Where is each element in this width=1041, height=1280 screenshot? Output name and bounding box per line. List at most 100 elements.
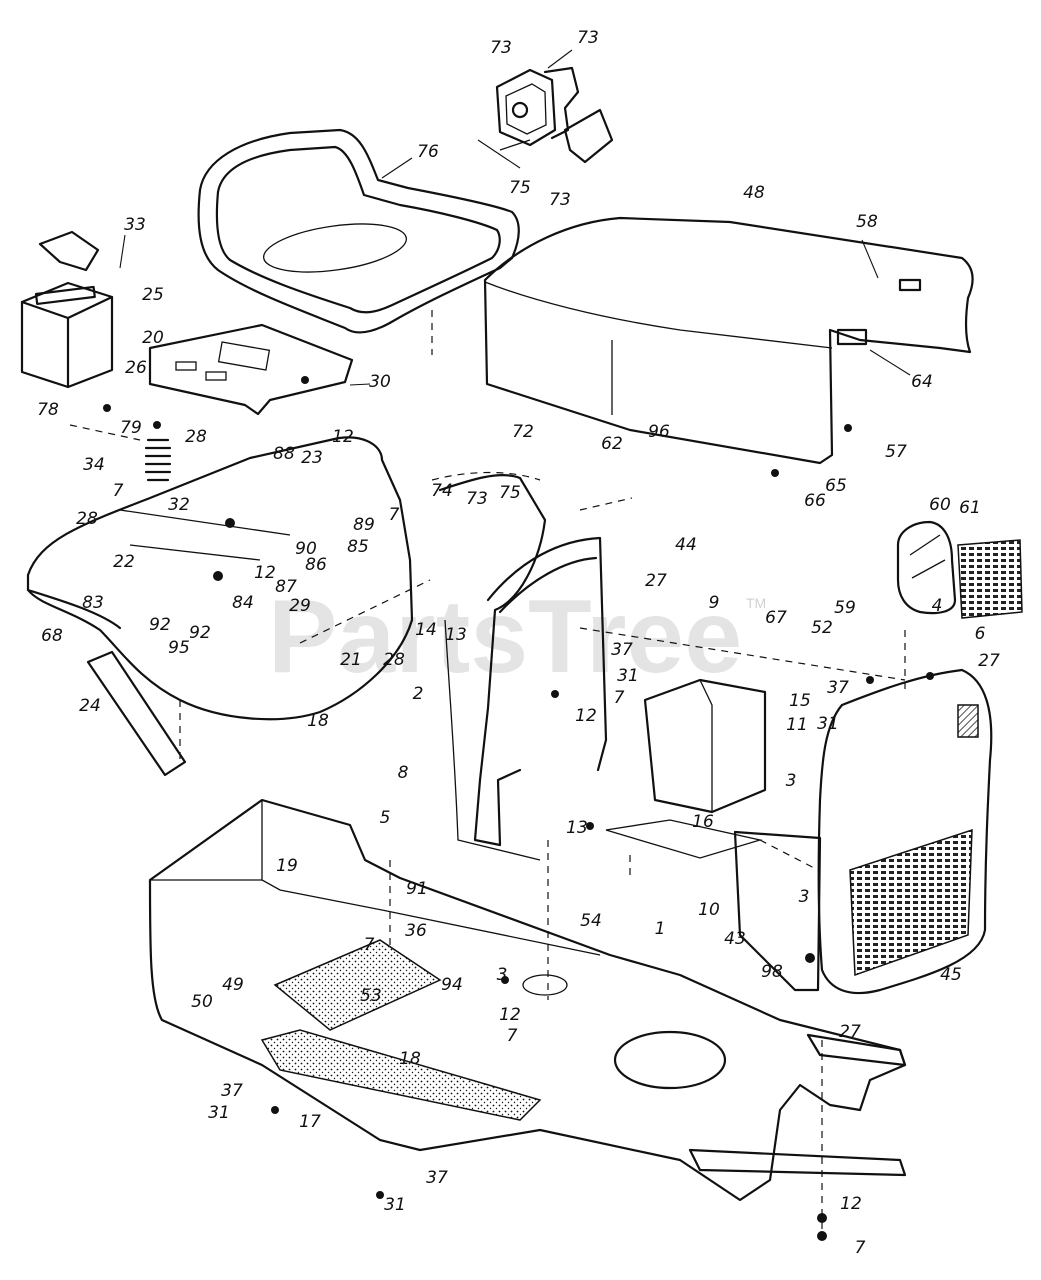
callout-label: 68 — [41, 626, 63, 646]
part-brace — [733, 830, 822, 992]
callout-label: 83 — [82, 593, 104, 613]
callout-label: 37 — [827, 678, 849, 698]
callout-label: 16 — [692, 812, 714, 832]
callout-label: 48 — [743, 183, 765, 203]
callout-label: 30 — [369, 372, 391, 392]
callout-label: 28 — [76, 509, 98, 529]
callout-label: 31 — [817, 714, 839, 734]
callout-label: 4 — [932, 596, 943, 616]
callout-label: 5 — [380, 808, 391, 828]
callout-label: 13 — [566, 818, 588, 838]
callout-label: 12 — [499, 1005, 521, 1025]
callout-label: 7 — [113, 481, 124, 501]
callout-label: 7 — [855, 1238, 866, 1258]
callout-label: 3 — [497, 965, 508, 985]
callout-label: 21 — [340, 650, 362, 670]
callout-label: 84 — [232, 593, 254, 613]
callout-label: 33 — [124, 215, 146, 235]
callout-label: 11 — [786, 715, 808, 735]
callout-label: 87 — [275, 577, 297, 597]
callout-label: 37 — [611, 640, 633, 660]
callout-label: 18 — [307, 711, 329, 731]
callout-label: 25 — [142, 285, 164, 305]
callout-label: 92 — [149, 615, 171, 635]
callout-label: 44 — [675, 535, 697, 555]
callout-label: 37 — [426, 1168, 448, 1188]
callout-label: 20 — [142, 328, 164, 348]
part-seat-bracket — [495, 66, 614, 164]
callout-label: 19 — [276, 856, 298, 876]
callout-label: 53 — [360, 986, 382, 1006]
callout-label: 12 — [840, 1194, 862, 1214]
part-fuel-tank — [605, 678, 767, 859]
callout-label: 27 — [978, 651, 1000, 671]
watermark-text: PartsTree — [268, 579, 742, 695]
callout-label: 59 — [834, 598, 856, 618]
callout-label: 67 — [765, 608, 787, 628]
callout-label: 37 — [221, 1081, 243, 1101]
callout-label: 28 — [383, 650, 405, 670]
callout-label: 31 — [384, 1195, 406, 1215]
callout-label: 3 — [799, 887, 810, 907]
callout-label: 85 — [347, 537, 369, 557]
callout-label: 73 — [577, 28, 599, 48]
part-headlight — [896, 520, 1023, 619]
callout-label: 29 — [289, 596, 311, 616]
callout-label: 6 — [975, 624, 986, 644]
callout-label: 88 — [273, 444, 295, 464]
callout-label: 12 — [254, 563, 276, 583]
callout-label: 58 — [856, 212, 878, 232]
callout-label: 43 — [724, 929, 746, 949]
callout-label: 17 — [299, 1112, 321, 1132]
callout-label: 52 — [811, 618, 833, 638]
part-spring — [144, 438, 172, 482]
callout-label: 79 — [120, 418, 142, 438]
callout-label: 14 — [415, 620, 437, 640]
callout-label: 22 — [113, 552, 135, 572]
watermark-tm: TM — [746, 595, 766, 611]
callout-label: 75 — [499, 483, 521, 503]
callout-label: 90 — [295, 539, 317, 559]
callout-label: 76 — [417, 142, 439, 162]
part-plate — [148, 323, 354, 416]
callout-label: 31 — [617, 666, 639, 686]
callout-label: 32 — [168, 495, 190, 515]
callout-label: 34 — [83, 455, 105, 475]
callout-label: 95 — [168, 638, 190, 658]
part-hood — [483, 216, 974, 465]
callout-label: 12 — [332, 427, 354, 447]
part-strap-bracket — [86, 650, 187, 777]
callout-label: 64 — [911, 372, 933, 392]
part-seat — [197, 128, 520, 355]
callout-label: 8 — [398, 763, 409, 783]
part-grille — [817, 668, 993, 995]
callout-label: 98 — [761, 962, 783, 982]
callout-label: 94 — [441, 975, 463, 995]
callout-label: 73 — [490, 38, 512, 58]
callout-label: 12 — [575, 706, 597, 726]
callout-label: 89 — [353, 515, 375, 535]
callout-label: 50 — [191, 992, 213, 1012]
callout-label: 9 — [709, 593, 720, 613]
callout-label: 7 — [507, 1026, 518, 1046]
callout-label: 15 — [789, 691, 811, 711]
part-battery — [20, 230, 114, 389]
leader-lines — [69, 49, 911, 1230]
part-fender — [26, 436, 414, 760]
callout-label: 2 — [413, 684, 424, 704]
callout-label: 96 — [648, 422, 670, 442]
callout-label: 86 — [305, 555, 327, 575]
callout-label: 36 — [405, 921, 427, 941]
callout-label: 3 — [786, 771, 797, 791]
callout-label: 62 — [601, 434, 623, 454]
callout-label: 10 — [698, 900, 720, 920]
callout-label: 23 — [301, 448, 323, 468]
callout-label: 73 — [466, 489, 488, 509]
callout-label: 18 — [399, 1049, 421, 1069]
callout-label: 78 — [37, 400, 59, 420]
callout-label: 28 — [185, 427, 207, 447]
callout-label: 66 — [804, 491, 826, 511]
callout-label: 57 — [885, 442, 907, 462]
callout-label: 45 — [940, 965, 962, 985]
